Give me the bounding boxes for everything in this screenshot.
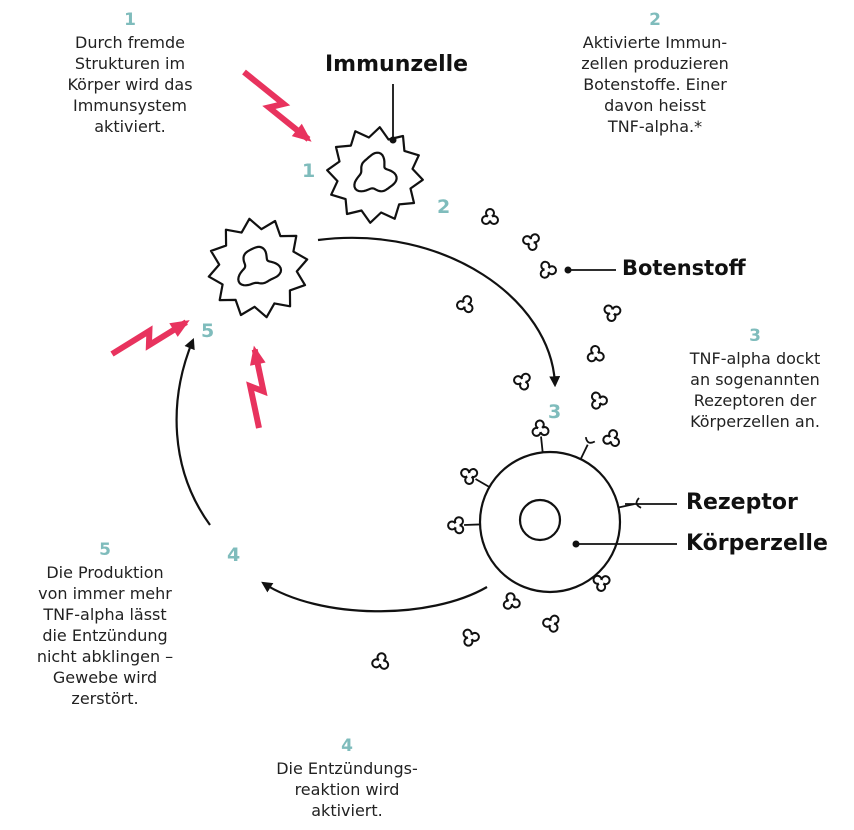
receptors [446, 418, 642, 535]
body-cell-pointer-dot [572, 540, 580, 548]
lightning-bolt-top-head [291, 123, 312, 142]
messenger-pointer-dot [564, 266, 572, 274]
bound-messenger [446, 516, 465, 535]
receptor-stalk [579, 444, 589, 460]
lightning-bolt-left [110, 319, 188, 357]
step-5-number: 5 [99, 540, 111, 560]
messenger-label: Botenstoff [622, 256, 746, 280]
immune-cell-top-nucleus [353, 151, 398, 193]
receptor-stalk [475, 478, 490, 488]
messenger-molecules [368, 208, 623, 674]
messenger-molecule [520, 228, 545, 253]
step-4-text-block: 4 Die Entzündungs- reaktion wird aktivie… [237, 736, 457, 821]
immune-cell-pointer-dot [389, 136, 397, 144]
messenger-molecule [582, 343, 607, 368]
step-2-number: 2 [649, 10, 661, 30]
messenger-molecule [368, 651, 391, 674]
bound-messenger [456, 463, 480, 487]
step-4-text: Die Entzündungs- reaktion wird aktiviert… [276, 759, 418, 820]
step-5-text-block: 5 Die Produktion von immer mehr TNF-alph… [5, 540, 205, 709]
messenger-molecule [458, 627, 482, 650]
body-cell-label: Körperzelle [686, 531, 828, 556]
marker-3: 3 [548, 401, 562, 423]
messenger-molecule [511, 370, 532, 392]
step-1-text: Durch fremde Strukturen im Körper wird d… [67, 33, 193, 136]
receptor-stalk [540, 436, 544, 453]
step-1-number: 1 [124, 10, 136, 30]
marker-2: 2 [437, 196, 451, 218]
body-cell-nucleus [518, 498, 562, 542]
messenger-molecule [586, 388, 610, 412]
lightning-bolts [110, 69, 312, 429]
cycle-arrow-bottom [261, 581, 488, 613]
step-4-number: 4 [341, 736, 353, 756]
step-2-text-block: 2 Aktivierte Immun- zellen produzieren B… [555, 10, 755, 137]
step-1-text-block: 1 Durch fremde Strukturen im Körper wird… [50, 10, 210, 137]
receptor-cup [584, 436, 596, 444]
messenger-molecule [540, 613, 564, 636]
cycle-arrow-top [317, 236, 561, 388]
lightning-bolt-bottom [246, 348, 268, 429]
step-3-number: 3 [749, 326, 761, 346]
step-3-text: TNF-alpha dockt an sogenannten Rezeptore… [689, 349, 821, 431]
messenger-molecule [481, 208, 499, 225]
messenger-molecule [601, 303, 622, 324]
messenger-molecule [601, 427, 623, 448]
lightning-bolt-top [242, 69, 311, 142]
messenger-molecule [454, 293, 479, 318]
step-2-text: Aktivierte Immun- zellen produzieren Bot… [581, 33, 729, 136]
marker-1: 1 [302, 160, 316, 182]
marker-4: 4 [227, 544, 241, 566]
immune-cell-left-nucleus [237, 245, 283, 287]
step-3-text-block: 3 TNF-alpha dockt an sogenannten Rezepto… [660, 326, 850, 432]
messenger-molecule [539, 260, 558, 280]
receptor-stalk [464, 523, 481, 526]
receptor-label: Rezeptor [686, 490, 798, 515]
cycle-arrow-left [175, 337, 211, 526]
lightning-bolt-bottom-head [250, 345, 266, 366]
lightning-bolt-left-head [169, 320, 190, 337]
messenger-molecule [501, 591, 524, 614]
immune-cells [207, 126, 424, 319]
marker-5: 5 [201, 320, 215, 342]
step-5-text: Die Produktion von immer mehr TNF-alpha … [36, 563, 174, 708]
bound-messenger [530, 418, 550, 438]
immune-cell-label: Immunzelle [325, 52, 469, 77]
